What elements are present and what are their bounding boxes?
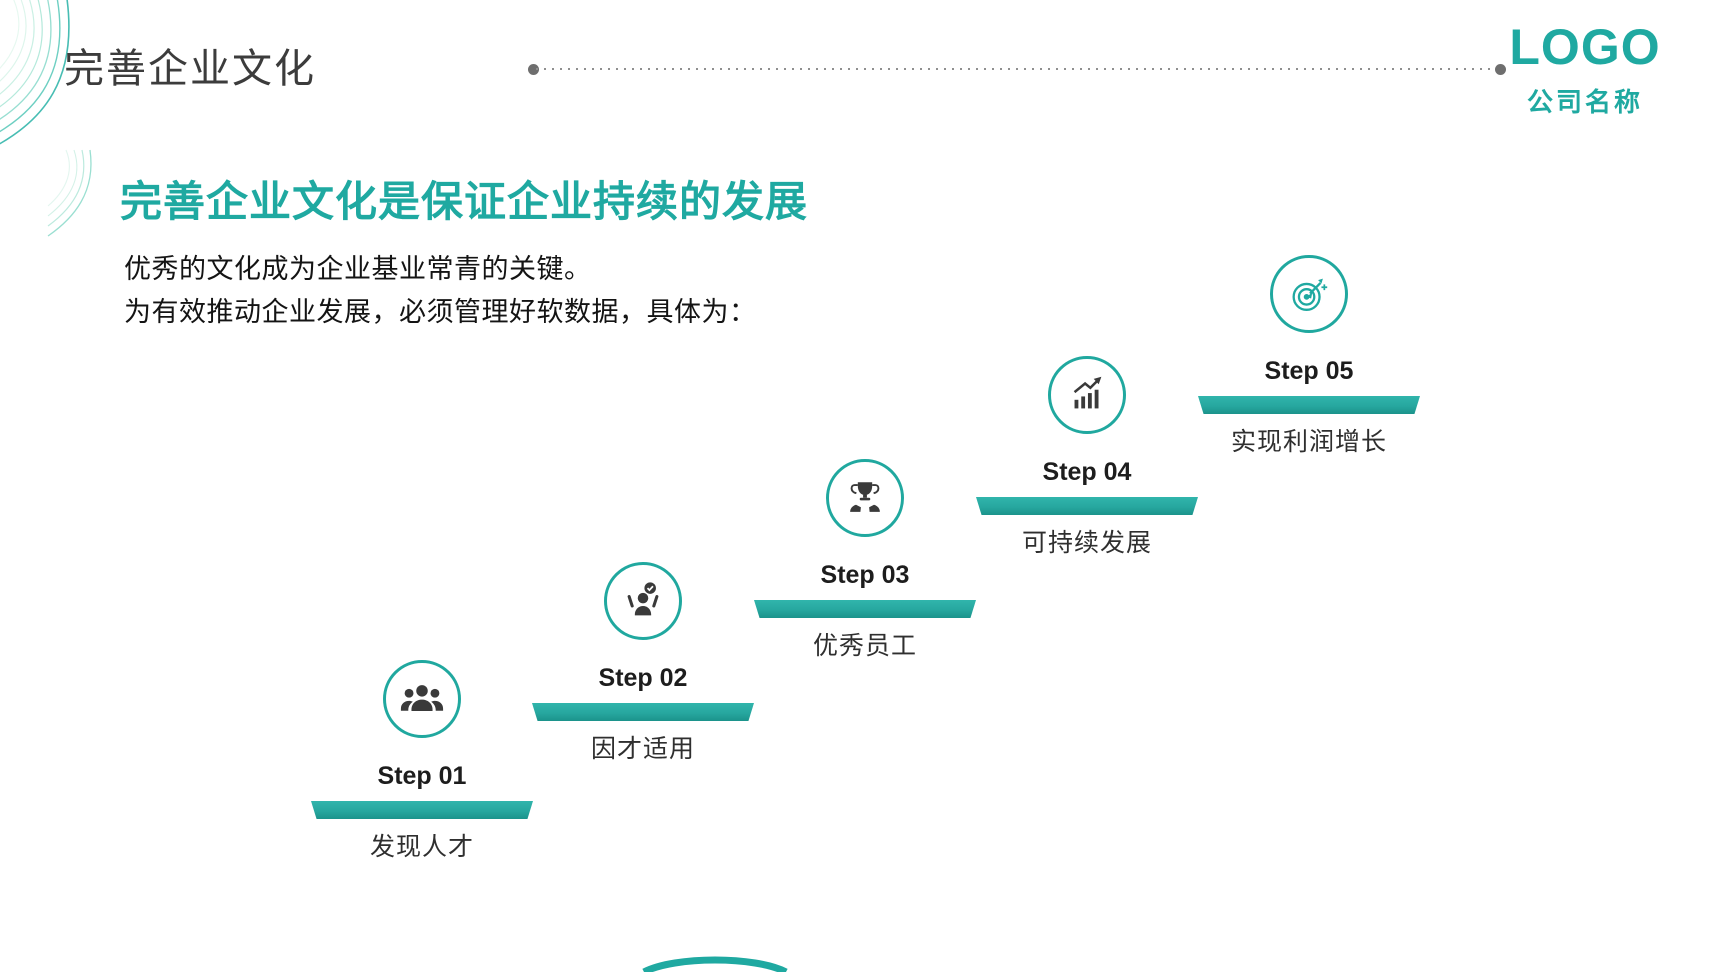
step-item-4: Step 04 可持续发展 xyxy=(976,356,1198,558)
slide-title: 完善企业文化 xyxy=(64,47,316,91)
step-item-1: Step 01 发现人才 xyxy=(311,660,533,862)
logo-text: LOGO xyxy=(1509,19,1661,75)
brand-block: LOGO 公司名称 xyxy=(1500,22,1670,119)
title-divider xyxy=(528,64,1506,75)
step-caption: 实现利润增长 xyxy=(1230,428,1387,456)
step-bar xyxy=(532,703,754,721)
body-line-1: 优秀的文化成为企业基业常青的关键。 xyxy=(124,254,592,284)
people-group-icon xyxy=(383,660,461,738)
heading-swirl-decoration xyxy=(47,149,92,237)
section-heading: 完善企业文化是保证企业持续的发展 xyxy=(120,178,809,225)
step-bar xyxy=(754,600,976,618)
step-label: Step 01 xyxy=(377,762,467,790)
step-caption: 因才适用 xyxy=(590,735,695,763)
step-caption: 发现人才 xyxy=(369,833,474,861)
step-item-2: Step 02 因才适用 xyxy=(532,562,754,764)
divider-dot-left xyxy=(528,64,539,75)
company-name: 公司名称 xyxy=(1526,87,1643,117)
corner-swirl-decoration xyxy=(0,0,70,145)
divider-dotted-line xyxy=(536,68,1498,70)
growth-chart-icon xyxy=(1048,356,1126,434)
step-bar xyxy=(1198,396,1420,414)
step-item-5: Step 05 实现利润增长 xyxy=(1198,255,1420,457)
step-bar xyxy=(311,801,533,819)
target-dart-icon xyxy=(1270,255,1348,333)
person-check-icon xyxy=(604,562,682,640)
step-label: Step 05 xyxy=(1264,357,1354,385)
step-label: Step 04 xyxy=(1042,458,1132,486)
footer-wave-decoration xyxy=(642,956,788,972)
body-line-2: 为有效推动企业发展，必须管理好软数据，具体为： xyxy=(124,297,757,328)
step-bar xyxy=(976,497,1198,515)
trophy-hands-icon xyxy=(826,459,904,537)
divider-dot-right xyxy=(1495,64,1506,75)
step-label: Step 03 xyxy=(820,561,910,589)
step-caption: 优秀员工 xyxy=(812,632,917,660)
step-caption: 可持续发展 xyxy=(1021,529,1152,557)
step-label: Step 02 xyxy=(598,664,688,692)
body-text: 优秀的文化成为企业基业常青的关键。 为有效推动企业发展，必须管理好软数据，具体为… xyxy=(124,248,757,334)
step-item-3: Step 03 优秀员工 xyxy=(754,459,976,661)
